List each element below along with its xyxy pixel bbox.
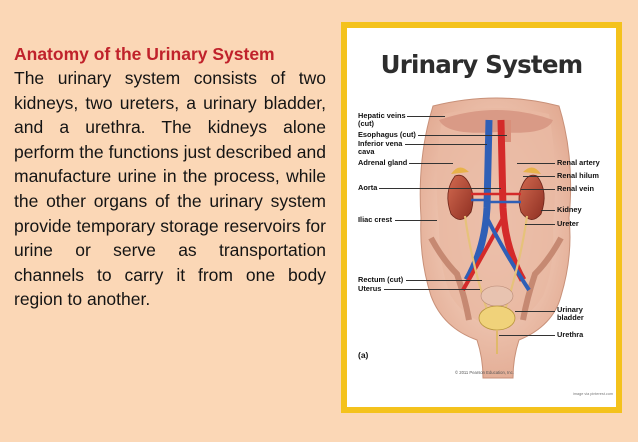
iliac-vein-right [485, 217, 531, 292]
leader-renal-hilum [523, 176, 555, 177]
section-heading: Anatomy of the Urinary System [14, 44, 275, 64]
left-kidney [447, 174, 474, 220]
pelvis-left [428, 236, 472, 321]
leader-renal-vein [521, 189, 555, 190]
leader-kidney [541, 210, 555, 211]
label-renal-hilum: Renal hilum [557, 171, 599, 180]
label-urinary-bladder: Urinary bladder [557, 305, 584, 323]
label-uterus: Uterus [358, 284, 382, 293]
uterus [480, 285, 514, 307]
right-kidney [518, 174, 545, 220]
leader-adrenal-gland [409, 163, 453, 164]
text-block: Anatomy of the Urinary System The urinar… [14, 42, 326, 312]
anatomy-illustration [419, 97, 572, 379]
leader-hepatic-veins [407, 116, 445, 117]
leader-iliac-crest [395, 220, 437, 221]
label-ureter: Ureter [557, 219, 579, 228]
label-urethra: Urethra [557, 330, 584, 339]
panel-letter: (a) [358, 350, 369, 360]
leader-urinary-bladder [515, 311, 555, 312]
label-aorta: Aorta [358, 183, 378, 192]
leader-ureter [525, 224, 555, 225]
label-iliac-crest: Iliac crest [358, 215, 393, 224]
label-renal-artery: Renal artery [557, 158, 600, 167]
label-esophagus: Esophagus (cut) [358, 130, 416, 139]
label-rectum: Rectum (cut) [358, 275, 404, 284]
urinary-bladder [478, 305, 516, 331]
label-inferior-vena-cava: Inferior vena cava [358, 139, 403, 157]
diaphragm [439, 110, 553, 133]
abdominal-cavity [436, 108, 556, 326]
body-paragraph: The urinary system consists of two kidne… [14, 68, 326, 310]
pelvis-right [520, 236, 564, 321]
esophagus [505, 120, 511, 142]
iliac-artery-left [461, 217, 505, 291]
figure-frame: Urinary System Hepatic veins (cut) Esoph… [341, 22, 622, 413]
leader-renal-artery [517, 163, 555, 164]
leader-esophagus [418, 135, 507, 136]
leader-aorta [379, 188, 501, 189]
adrenal-right [523, 167, 541, 174]
leader-uterus [384, 289, 480, 290]
label-renal-vein: Renal vein [557, 184, 594, 193]
copyright-notice: © 2011 Pearson Education, Inc. [455, 370, 514, 375]
source-watermark: image via pinterest.com [573, 392, 614, 396]
leader-inferior-vena-cava [405, 144, 487, 145]
label-kidney: Kidney [557, 205, 582, 214]
label-adrenal-gland: Adrenal gland [358, 158, 408, 167]
urinary-system-figure: Urinary System Hepatic veins (cut) Esoph… [347, 28, 616, 407]
leader-rectum [406, 280, 482, 281]
figure-title: Urinary System [380, 50, 584, 79]
adrenal-left [451, 167, 469, 174]
leader-urethra [499, 335, 555, 336]
label-hepatic-veins: Hepatic veins (cut) [358, 111, 406, 129]
